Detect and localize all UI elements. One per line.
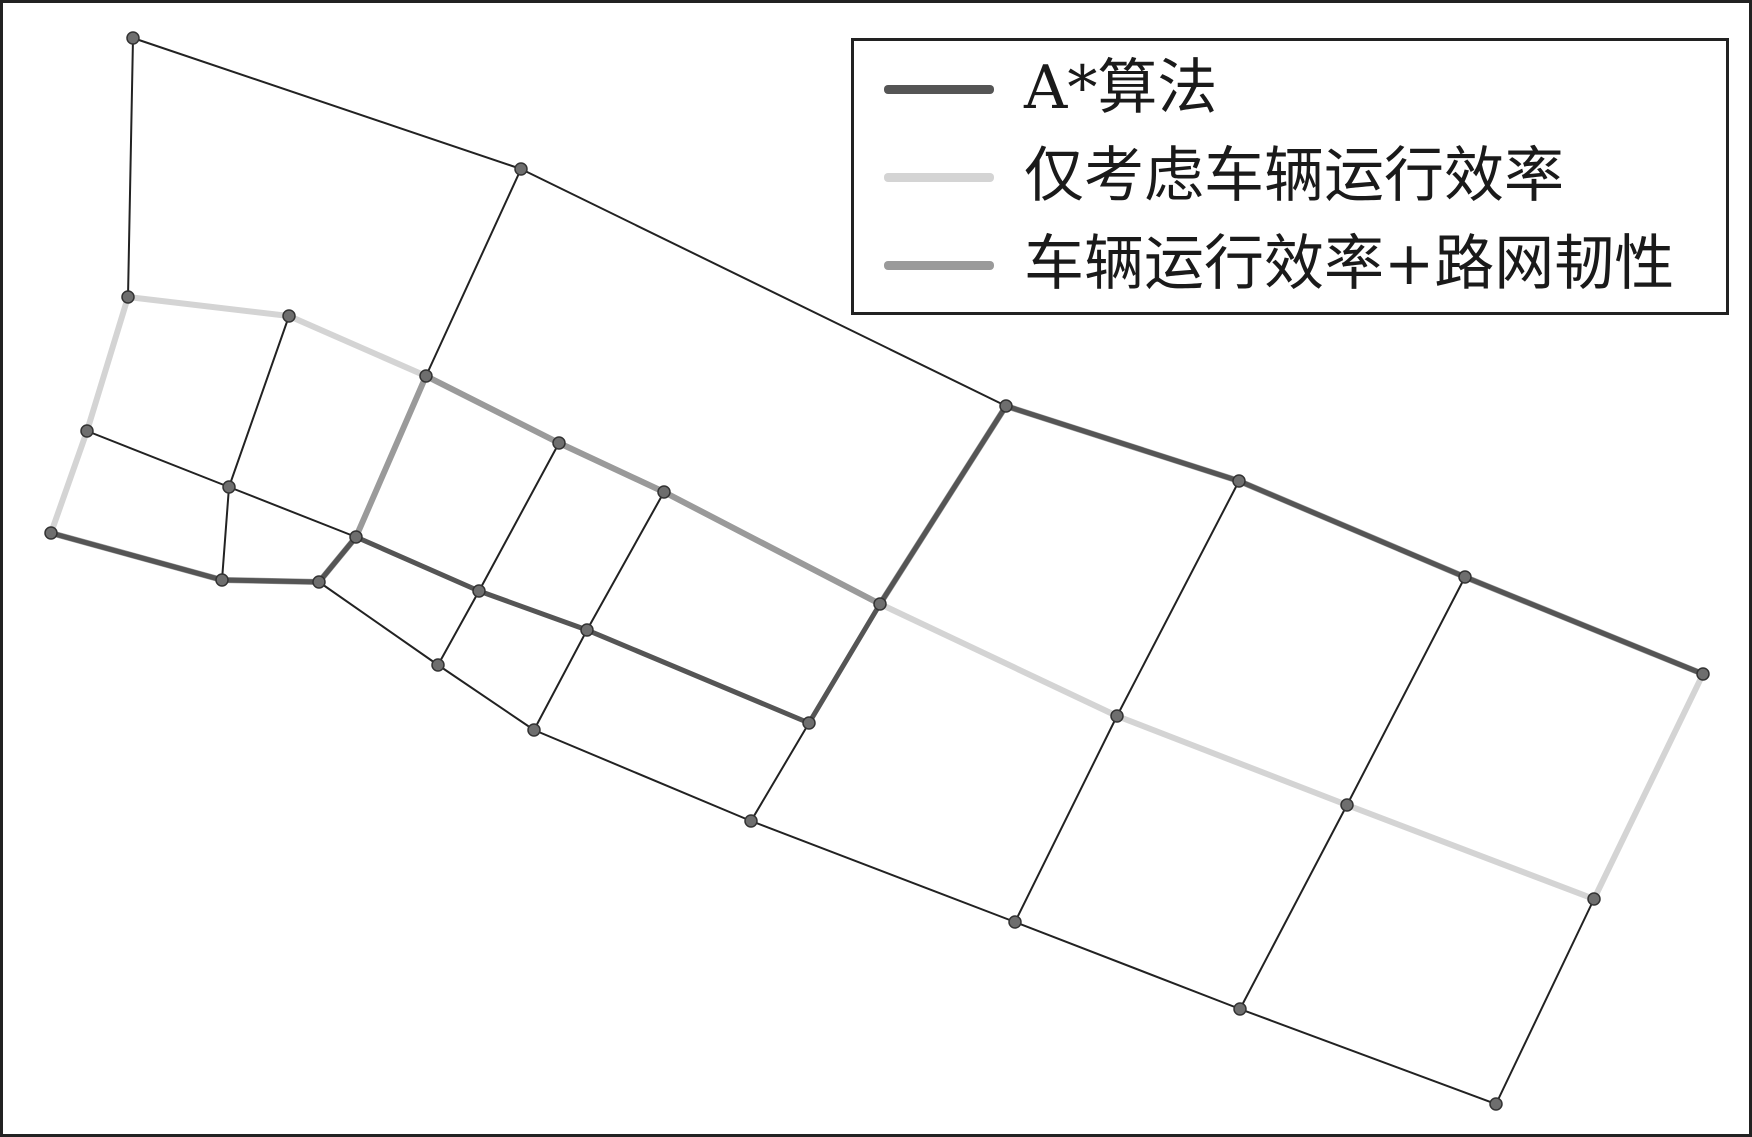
road-edge: [750, 820, 1016, 923]
network-node: [873, 597, 887, 611]
network-node: [1110, 709, 1124, 723]
network-node: [126, 31, 140, 45]
road-edge: [425, 168, 522, 377]
network-node: [552, 436, 566, 450]
network-node: [1232, 474, 1246, 488]
network-node: [1458, 570, 1472, 584]
road-edge: [533, 629, 588, 731]
legend-item-resilience: 车辆运行效率+路网韧性: [854, 221, 1726, 311]
route-efficiency-only: [125, 294, 1706, 902]
network-node: [580, 623, 594, 637]
road-edge: [318, 581, 439, 666]
route-astar: [48, 403, 1706, 726]
legend-item-astar: A*算法: [854, 45, 1726, 135]
route-efficiency-resilience: [48, 373, 1706, 677]
road-edge: [750, 722, 810, 822]
route-efficiency-only: [48, 294, 131, 536]
road-edge: [228, 315, 290, 488]
road-edge: [132, 37, 522, 170]
legend-label-astar: A*算法: [1024, 53, 1218, 123]
road-edge: [1346, 576, 1466, 806]
network-node: [999, 399, 1013, 413]
network-node: [1587, 892, 1601, 906]
road-edge: [437, 590, 480, 666]
legend-swatch-efficiency: [884, 173, 994, 182]
network-node: [514, 162, 528, 176]
legend-swatch-resilience: [884, 261, 994, 270]
network-node: [431, 658, 445, 672]
network-node: [472, 584, 486, 598]
network-node: [80, 424, 94, 438]
network-node: [1340, 798, 1354, 812]
road-network: [44, 31, 1710, 1111]
network-node: [222, 480, 236, 494]
network-node: [657, 485, 671, 499]
road-edge: [1116, 480, 1240, 717]
legend: A*算法 仅考虑车辆运行效率 车辆运行效率+路网韧性: [851, 38, 1729, 315]
network-node: [1008, 915, 1022, 929]
network-node: [282, 309, 296, 323]
legend-item-efficiency: 仅考虑车辆运行效率: [854, 133, 1726, 223]
road-edge: [520, 168, 1007, 407]
network-node: [802, 716, 816, 730]
network-node: [1233, 1002, 1247, 1016]
network-node: [215, 573, 229, 587]
network-node: [527, 723, 541, 737]
network-node: [419, 369, 433, 383]
road-edge: [478, 442, 560, 592]
network-node: [1489, 1097, 1503, 1111]
road-edge: [437, 664, 535, 731]
road-edge: [533, 729, 752, 822]
road-edge: [1014, 921, 1241, 1010]
road-edge: [1239, 804, 1348, 1010]
legend-swatch-astar: [884, 85, 994, 94]
road-edge: [1495, 898, 1595, 1105]
road-edge: [1239, 1008, 1497, 1105]
road-edge: [86, 430, 230, 488]
road-edge: [127, 37, 134, 298]
network-node: [349, 530, 363, 544]
network-node: [312, 575, 326, 589]
road-edge: [228, 486, 357, 538]
legend-label-resilience: 车辆运行效率+路网韧性: [1024, 229, 1675, 299]
road-edge: [1014, 715, 1118, 923]
network-node: [121, 290, 135, 304]
road-edge: [586, 491, 665, 631]
network-node: [1696, 667, 1710, 681]
road-edge: [221, 486, 230, 581]
network-node: [44, 526, 58, 540]
network-node: [744, 814, 758, 828]
legend-label-efficiency: 仅考虑车辆运行效率: [1024, 141, 1564, 211]
